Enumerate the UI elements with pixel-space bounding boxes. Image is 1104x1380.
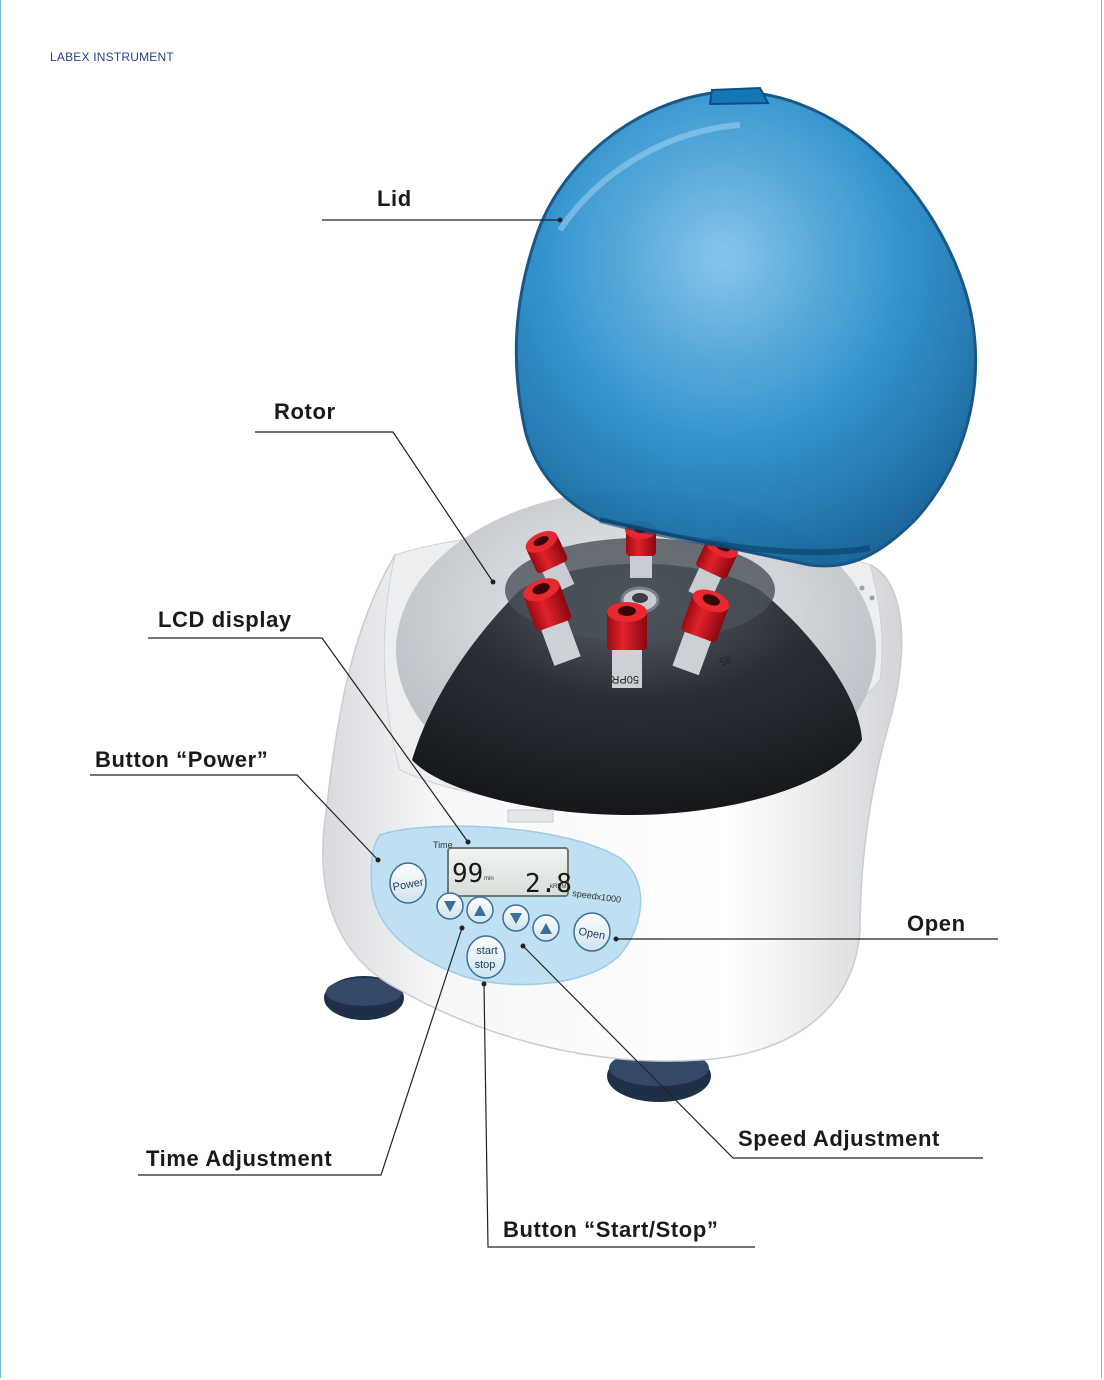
lcd-leader bbox=[148, 637, 469, 843]
rotor-leader bbox=[255, 431, 494, 583]
stop-label: stop bbox=[475, 959, 496, 971]
callout-lcd-display: LCD display bbox=[158, 607, 292, 632]
tubes bbox=[523, 521, 738, 688]
time-down-button[interactable] bbox=[436, 892, 464, 920]
power-button[interactable]: Power bbox=[389, 862, 427, 904]
lid bbox=[514, 90, 978, 568]
power-button-label: Power bbox=[392, 876, 425, 893]
lcd-speed-value: 2.8 bbox=[525, 869, 572, 899]
power-leader bbox=[90, 774, 379, 861]
leader-lines bbox=[90, 219, 998, 1248]
brand-text: LABEX INSTRUMENT bbox=[50, 50, 174, 64]
callout-start-stop-button: Button “Start/Stop” bbox=[503, 1217, 719, 1242]
lcd-time-unit: min bbox=[484, 876, 494, 882]
open-button-label: Open bbox=[578, 926, 607, 942]
arrow-up-icon bbox=[540, 923, 552, 934]
time-leader bbox=[138, 927, 463, 1176]
tube-label: 50PR bbox=[611, 673, 639, 685]
arrow-up-icon bbox=[474, 905, 486, 916]
lcd-time-value: 99 bbox=[452, 859, 483, 889]
lcd-time-caption: Time bbox=[433, 840, 453, 850]
callout-rotor: Rotor bbox=[274, 399, 336, 424]
lid-hinge bbox=[507, 809, 554, 823]
arrow-down-icon bbox=[444, 901, 456, 912]
start-label: start bbox=[476, 945, 497, 957]
startstop-leader bbox=[483, 983, 755, 1248]
rotor-shape bbox=[412, 563, 862, 815]
tube-label: 35 bbox=[717, 652, 733, 667]
control-panel bbox=[370, 825, 642, 986]
speed-up-button[interactable] bbox=[532, 914, 560, 942]
speed-down-button[interactable] bbox=[502, 904, 530, 932]
time-up-button[interactable] bbox=[466, 896, 494, 924]
callout-time-adjustment: Time Adjustment bbox=[146, 1146, 333, 1171]
lid-latch bbox=[708, 86, 770, 106]
callout-open: Open bbox=[907, 911, 966, 936]
callout-lid: Lid bbox=[377, 186, 412, 211]
start-stop-button[interactable]: start stop bbox=[466, 935, 506, 979]
callout-speed-adjustment: Speed Adjustment bbox=[738, 1126, 940, 1151]
open-button[interactable]: Open bbox=[573, 912, 611, 952]
callout-power-button: Button “Power” bbox=[95, 747, 269, 772]
leader-dots bbox=[375, 217, 619, 987]
speed-leader bbox=[522, 945, 983, 1159]
arrow-down-icon bbox=[510, 913, 522, 924]
lcd-display bbox=[447, 847, 569, 897]
lcd-speed-unit: kRPM bbox=[550, 884, 566, 890]
